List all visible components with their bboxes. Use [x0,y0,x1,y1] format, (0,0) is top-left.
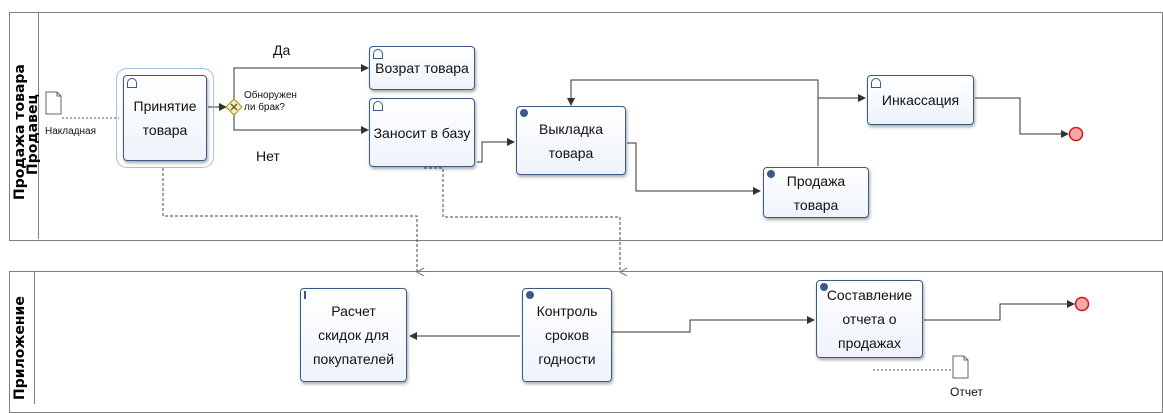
task-return-goods-label: Возрат товара [375,60,469,76]
task-sell-goods-label: Продажа товара [786,172,846,213]
flow-sale-loop [567,79,819,166]
flow-yes [233,64,369,99]
task-sell-goods[interactable]: Продажа товара [763,167,869,218]
task-expiry-control[interactable]: Контроль сроков годности [522,288,612,382]
user-task-icon [127,78,137,88]
invoice-document-icon [45,91,62,115]
flow-no [233,115,369,134]
pool-application-header [10,272,35,404]
task-return-goods[interactable]: Возрат товара [369,46,475,90]
task-display-goods-label: Выкладка товара [538,120,604,161]
task-display-goods[interactable]: Выкладка товара [516,106,626,175]
bpmn-diagram: Продажа товара Продавец Приложение [9,12,1163,413]
user-task-icon [373,49,383,59]
script-task-icon [304,291,314,299]
gear-icon [526,291,534,299]
task-sales-report[interactable]: Составление отчета о продажах [816,280,923,358]
gear-icon [820,283,828,291]
flow-collection-end [975,97,1069,138]
flow-db-display [477,138,515,163]
task-enter-db[interactable]: Заносит в базу [369,98,475,167]
task-accept-goods-label: Принятие товара [133,98,197,138]
end-event-bottom [1074,296,1090,312]
task-sales-report-label: Составление отчета о продажах [826,287,913,351]
invoice-label: Накладная [45,126,97,137]
flow-no-label: Нет [256,148,280,164]
gateway-question-label: Обноружен ли брак? [244,90,297,113]
report-document-icon [952,355,969,379]
flow-expiry-report [612,316,815,333]
assoc-db-app [424,167,620,272]
task-collection[interactable]: Инкассация [867,75,974,125]
task-enter-db-label: Заносит в базу [373,124,471,141]
assoc-accept-app [162,168,417,272]
lane-seller-header [28,13,39,239]
task-expiry-control-label: Контроль сроков годности [536,303,598,367]
task-collection-label: Инкассация [881,92,960,108]
task-discounts[interactable]: Расчет скидок для покупателей [300,288,407,382]
gear-icon [767,170,775,178]
task-accept-goods[interactable]: Принятие товара [116,68,214,168]
task-discounts-label: Расчет скидок для покупателей [312,303,395,367]
connectors-layer [45,64,1090,379]
flow-display-sale [627,142,761,195]
flow-report-end [924,300,1075,321]
user-task-icon [373,101,383,111]
gateway-defect-check [225,98,243,116]
flow-yes-label: Да [273,42,291,58]
end-event-top [1068,126,1084,142]
service-task-icon [520,109,528,117]
user-task-icon [871,78,881,88]
report-label: Отчет [950,385,983,399]
